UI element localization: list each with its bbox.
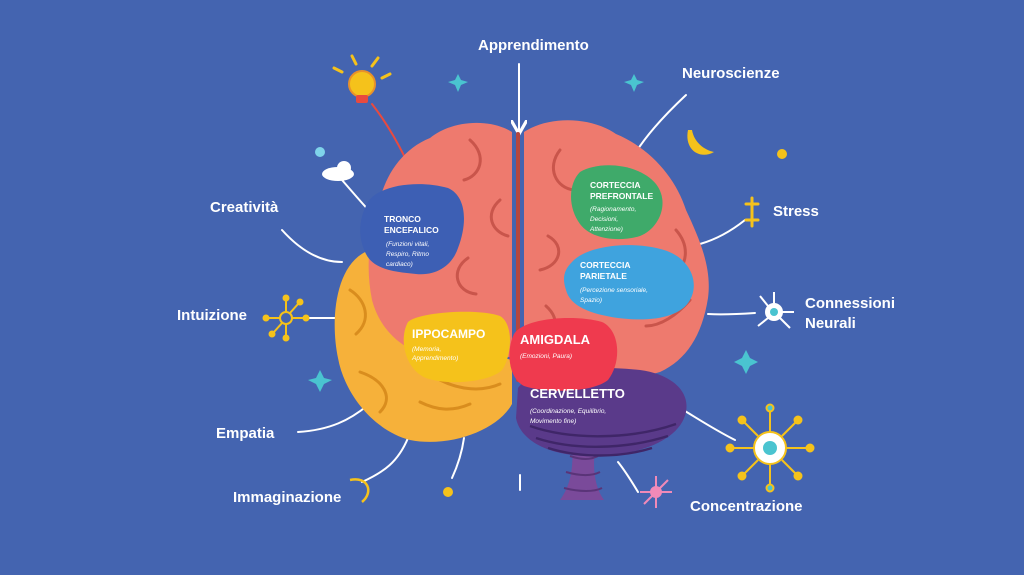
tronco-title-2: ENCEFALICO <box>384 225 439 235</box>
label-immaginazione: Immaginazione <box>233 489 342 506</box>
tronco-region <box>360 184 464 275</box>
dot-icon-3 <box>443 487 453 497</box>
flower-icon <box>640 476 672 508</box>
label-neuroscienze: Neuroscienze <box>682 65 780 82</box>
ippocampo-title: IPPOCAMPO <box>412 327 485 341</box>
parietale-title-1: CORTECCIA <box>580 260 631 270</box>
cerebellum-folds <box>529 422 677 457</box>
amigdala-region <box>509 318 618 391</box>
cervelletto-title: CERVELLETTO <box>530 386 625 401</box>
ippocampo-desc-2: Apprendimento) <box>411 355 458 362</box>
connector-neuroscienze <box>635 94 687 153</box>
lightbulb-icon <box>332 54 392 103</box>
neuron-icon <box>262 294 310 342</box>
amigdala-title: AMIGDALA <box>520 332 591 347</box>
connector-creativita <box>281 229 343 263</box>
amigdala-desc: (Emozioni, Paura) <box>520 353 572 360</box>
crescent-icon <box>349 478 370 503</box>
connector-empatia <box>297 404 369 433</box>
parietale-desc-2: Spazio) <box>580 297 602 304</box>
connector-concentrazione <box>679 407 736 441</box>
label-connessioni-neurali: Connessioni Neurali <box>805 294 895 335</box>
brain-stem-rings <box>563 455 603 492</box>
cervelletto-desc-1: (Coordinazione, Equilibrio, <box>530 408 606 415</box>
connector-immaginazione <box>361 437 409 483</box>
label-creativita: Creatività <box>210 199 279 216</box>
connector-connessioni <box>707 312 756 316</box>
label-connessioni-line2: Neurali <box>805 315 856 333</box>
neuron-connect-icon <box>757 292 794 329</box>
moon-icon <box>687 130 714 155</box>
neuron-large-icon <box>725 403 815 493</box>
dot-icon-2 <box>777 149 787 159</box>
prefrontale-title-1: CORTECCIA <box>590 180 641 190</box>
tronco-desc-2: Respiro, Ritmo <box>386 251 429 258</box>
connector-immaginazione-2 <box>451 437 465 479</box>
label-apprendimento: Apprendimento <box>478 37 589 54</box>
parietale-desc-1: (Percezione sensoriale, <box>580 287 648 294</box>
tronco-desc-1: (Funzioni vitali, <box>386 241 430 248</box>
connector-stress <box>699 219 746 245</box>
bolt-icon <box>744 196 760 228</box>
connector-concentrazione-2 <box>617 461 639 493</box>
cervelletto-desc-2: Movimento fine) <box>530 418 576 425</box>
prefrontale-region <box>571 165 663 240</box>
cloud-icon <box>322 161 354 181</box>
tronco-desc-3: cardiaco) <box>386 261 413 268</box>
brain: TRONCO ENCEFALICO (Funzioni vitali, Resp… <box>334 120 709 500</box>
prefrontale-desc-3: Attenzione) <box>589 226 623 233</box>
dot-icon <box>315 147 325 157</box>
prefrontale-desc-2: Decisioni, <box>590 216 618 223</box>
label-connessioni-line1: Connessioni <box>805 295 896 312</box>
label-empatia: Empatia <box>216 425 275 442</box>
ippocampo-region <box>403 311 510 383</box>
prefrontale-title-2: PREFRONTALE <box>590 191 653 201</box>
parietale-region <box>564 245 694 320</box>
parietale-title-2: PARIETALE <box>580 271 627 281</box>
label-intuizione: Intuizione <box>177 307 247 324</box>
sparkle-icon <box>308 74 758 392</box>
ippocampo-desc-1: (Memoria, <box>412 346 441 353</box>
prefrontale-desc-1: (Ragionamento, <box>590 206 636 213</box>
label-stress: Stress <box>773 203 819 220</box>
temporal-folds <box>348 288 502 414</box>
tronco-title-1: TRONCO <box>384 214 421 224</box>
label-concentrazione: Concentrazione <box>690 498 803 515</box>
